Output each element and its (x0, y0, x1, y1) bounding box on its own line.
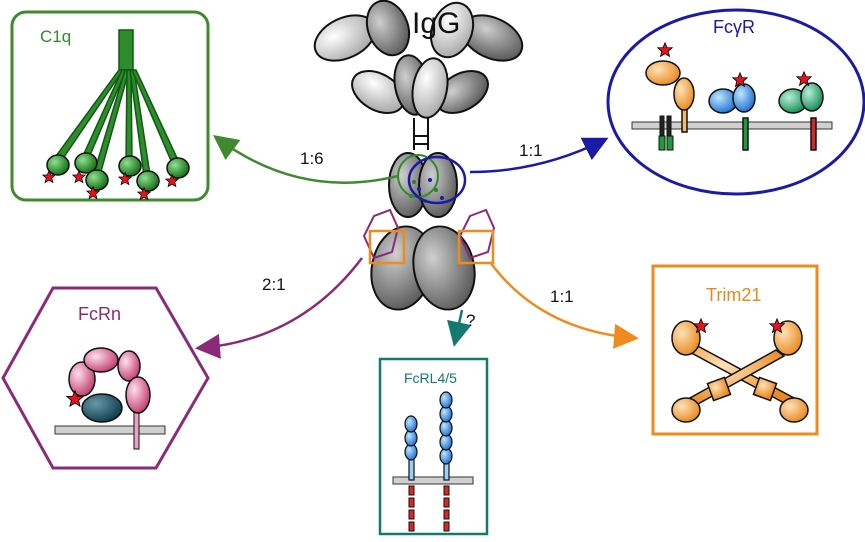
fcgr-binding-site (407, 155, 467, 205)
fcgr-label: FcγR (713, 17, 755, 37)
fcrn-label: FcRn (78, 304, 121, 324)
arrow-to-c1q (212, 135, 399, 184)
membrane (392, 476, 474, 485)
ratio-fcrl: ? (466, 311, 475, 330)
fcrn-binding-site-left (362, 208, 400, 260)
ratio-fcgr: 1:1 (519, 141, 543, 160)
ratio-c1q: 1:6 (300, 149, 324, 168)
arrow-to-fcrn (195, 257, 363, 359)
arrow-to-fcrl (447, 309, 472, 347)
igg-title: IgG (412, 7, 460, 40)
trim21-binding-site-left (368, 229, 406, 265)
c1q-label: C1q (40, 27, 71, 46)
fcgr-panel: FcγR (606, 8, 865, 196)
fcrl-label: FcRL4/5 (404, 370, 457, 386)
membrane (54, 425, 166, 435)
arrow-to-fcgr (469, 137, 609, 174)
ratio-fcrn: 2:1 (262, 275, 286, 294)
fcrl-panel: FcRL4/5 (378, 357, 489, 536)
c1q-panel: C1q (10, 10, 210, 202)
fcrn-panel: FcRn (1, 286, 210, 470)
trim21-label: Trim21 (706, 285, 761, 305)
membrane (631, 121, 833, 130)
trim21-binding-site-right (457, 229, 495, 265)
trim21-panel: Trim21 (651, 264, 819, 436)
ratio-trim21: 1:1 (550, 287, 574, 306)
arrow-to-trim21 (488, 261, 639, 349)
